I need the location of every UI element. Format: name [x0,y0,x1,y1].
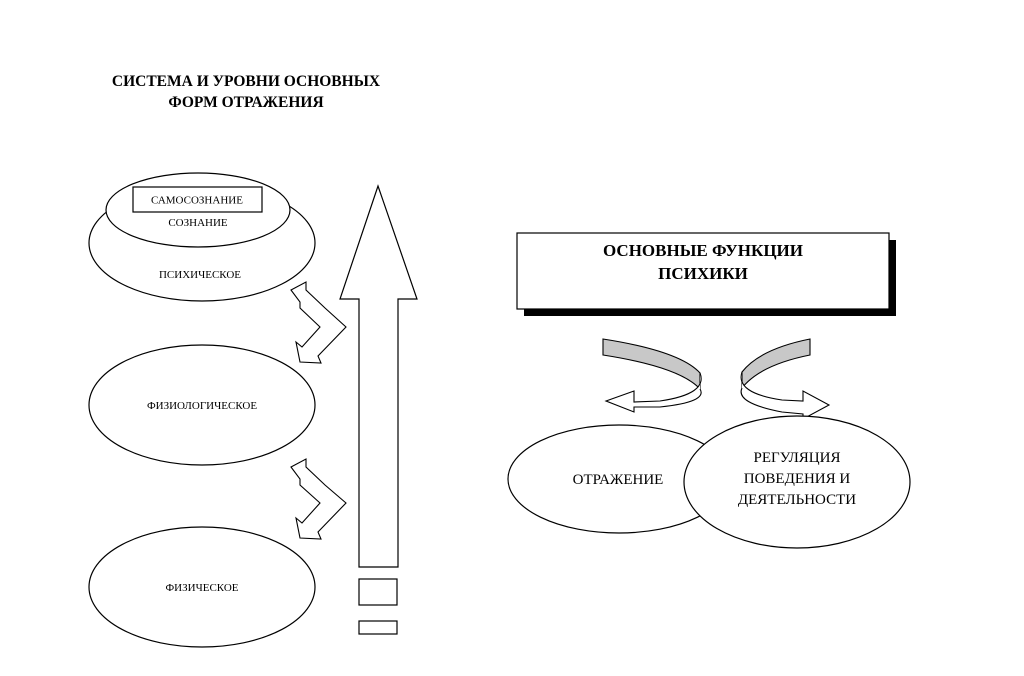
arrow-tail-segment-1 [358,578,398,606]
physical-level-ellipse [88,526,316,648]
functions-title-line2: ПСИХИКИ [658,264,748,283]
diagram-title-line1: СИСТЕМА И УРОВНИ ОСНОВНЫХ [112,73,381,90]
zigzag-arrow-lower-icon [290,458,347,540]
diagram-title-line2: ФОРМ ОТРАЖЕНИЯ [168,94,323,111]
regulation-ellipse [683,415,911,549]
reflection-label: ОТРАЖЕНИЕ [573,472,664,488]
physical-label: ФИЗИЧЕСКОЕ [165,582,238,594]
functions-title-line1: ОСНОВНЫЕ ФУНКЦИИ [603,241,803,260]
self-consciousness-box [132,186,263,213]
regulation-label-line2: ПОВЕДЕНИЯ И [744,471,851,487]
self-consciousness-label: САМОСОЗНАНИЕ [151,195,243,207]
psychic-label: ПСИХИЧЕСКОЕ [159,269,241,281]
physiological-level-ellipse [88,344,316,466]
consciousness-label: СОЗНАНИЕ [168,217,228,229]
zigzag-arrow-upper-icon [290,281,347,364]
arrow-tail-segment-2 [358,620,398,635]
curved-arrow-right-icon [740,338,831,420]
physiological-label: ФИЗИОЛОГИЧЕСКОЕ [147,400,257,412]
regulation-label-line3: ДЕЯТЕЛЬНОСТИ [738,492,856,508]
curved-arrow-left-icon [602,338,702,413]
big-up-arrow-icon [339,184,418,568]
regulation-label-line1: РЕГУЛЯЦИЯ [754,450,841,466]
functions-title-box [516,232,890,310]
